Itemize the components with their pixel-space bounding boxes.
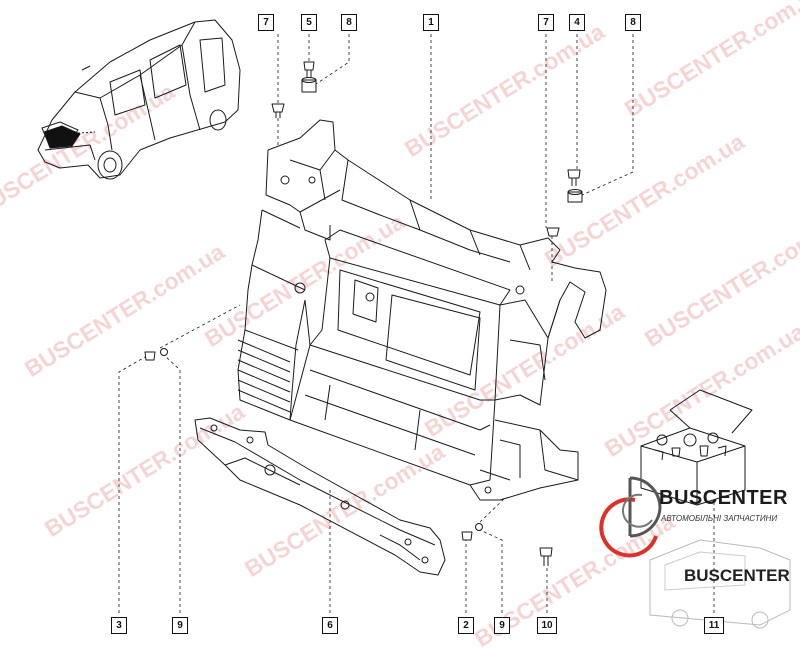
callout-9-right: 9 [494,617,510,634]
bolt-icon [303,61,315,71]
clip-box-kit [640,389,753,506]
front-end-carrier [237,119,607,501]
callout-3: 3 [111,617,127,634]
callout-8-top-left: 8 [341,14,357,31]
callout-7-top-left: 7 [258,14,274,31]
callout-11: 11 [704,617,724,634]
callout-7-top-right: 7 [538,14,554,31]
logo-overlay-text: BUSCENTER [684,566,790,585]
callout-6: 6 [322,617,338,634]
callout-4: 4 [569,14,585,31]
logo-name: BUSCENTER [659,487,788,509]
buscenter-logo-emblem [599,476,791,629]
callout-8-top-right: 8 [625,14,641,31]
callout-5: 5 [301,14,317,31]
callout-10: 10 [537,617,557,634]
callout-9-left: 9 [172,617,188,634]
callout-2: 2 [458,617,474,634]
callout-1: 1 [423,14,439,31]
logo-tagline: АВТОМОБІЛЬНІ ЗАПЧАСТИНИ [661,514,778,523]
lower-crossmember [194,417,446,576]
vehicle-illustration [37,19,241,180]
leader-lines [118,34,715,613]
